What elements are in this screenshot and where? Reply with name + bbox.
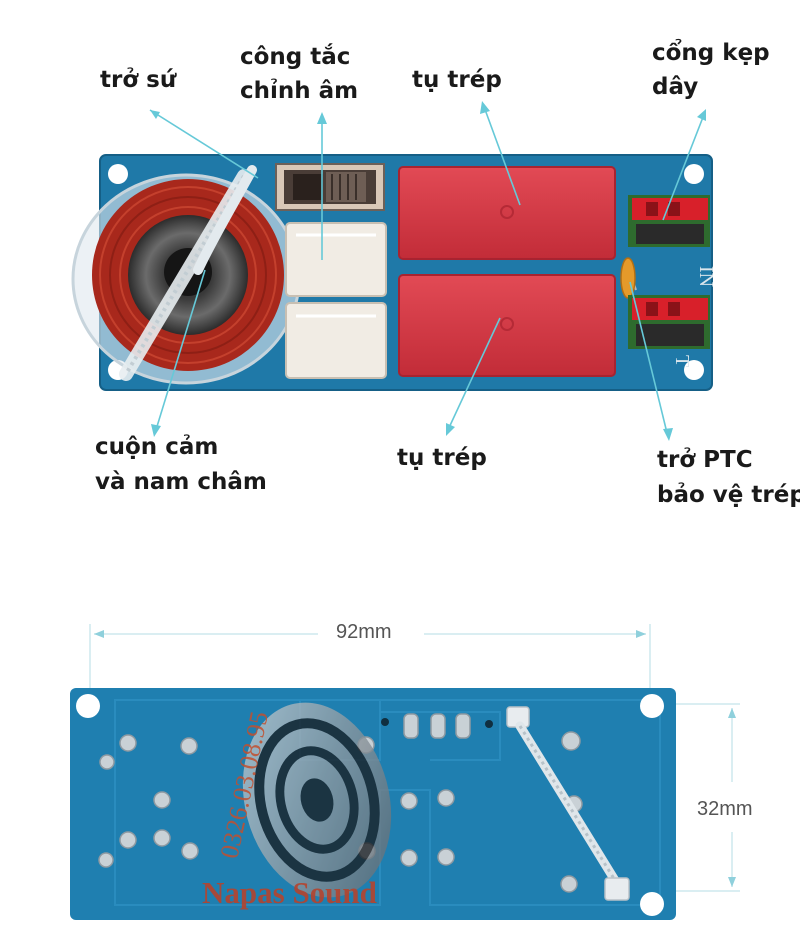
tone-switch [275,163,385,211]
cable-tie-bottom [506,706,630,901]
mount-hole-icon [684,164,704,184]
label-tone-switch-line1: công tắc [240,44,351,70]
mount-hole-icon [640,694,664,718]
label-tone-switch-line2: chỉnh âm [240,78,359,104]
label-ptc-line2: bảo vệ trép [657,482,800,508]
dimension-height: 32mm [697,798,753,820]
label-ceramic-resistor: trở sứ [100,67,177,93]
label-wire-terminal-line1: cổng kẹp [652,40,770,66]
label-inductor-line2: và nam châm [95,469,267,495]
capacitor-top [398,166,616,260]
label-ptc-line1: trở PTC [657,447,753,473]
watermark-brand: Napas Sound [202,875,377,910]
wire-terminals [628,195,710,349]
silk-tweeter: T [671,355,693,367]
label-wire-terminal-line2: dây [652,74,699,100]
tweeter-capacitors [398,166,616,377]
mount-hole-icon [684,360,704,380]
watermark-speaker-icon [242,702,392,898]
label-tweeter-capacitor-bottom: tụ trép [397,445,487,471]
label-tweeter-capacitor-top: tụ trép [412,67,502,93]
mount-hole-icon [640,892,664,916]
mount-hole-icon [76,694,100,718]
dimension-width: 92mm [336,621,392,643]
ptc-resistor [620,257,637,299]
leader-lines [149,101,706,441]
bottom-board [70,688,676,920]
top-board: IN T [71,154,717,391]
silk-in: IN [695,266,717,287]
capacitor-bottom [398,274,616,377]
inductor-coil [71,165,301,385]
label-inductor-line1: cuộn cảm [95,434,219,460]
solder-joints [98,713,583,893]
mount-hole-icon [108,164,128,184]
ceramic-resistors [285,222,387,379]
